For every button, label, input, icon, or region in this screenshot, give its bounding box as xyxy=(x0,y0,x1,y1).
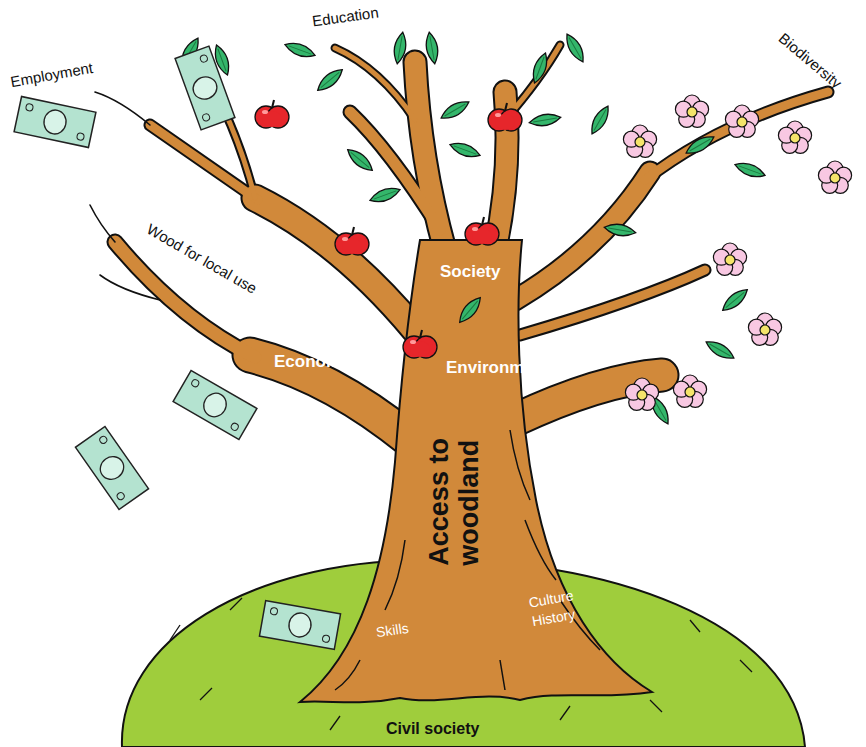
flowers xyxy=(623,95,851,410)
fruit-label: Economy xyxy=(274,352,351,372)
fruit-label: Society xyxy=(440,262,500,282)
branch-label: Education xyxy=(311,3,379,29)
branch-label: Employment xyxy=(9,59,94,90)
leaves xyxy=(177,31,767,426)
root-label: Culture History xyxy=(527,583,597,631)
branch-label: Wood for local use xyxy=(144,220,260,297)
trunk xyxy=(300,240,652,702)
ground-label: Civil society xyxy=(386,720,479,738)
branch-label: Biodiversity xyxy=(775,29,845,92)
money-bills xyxy=(14,46,340,649)
fruit-label: Environment xyxy=(446,358,550,378)
root-label: Skills xyxy=(375,620,410,640)
apples xyxy=(255,100,522,358)
trunk-label: Access to woodland xyxy=(425,386,484,566)
